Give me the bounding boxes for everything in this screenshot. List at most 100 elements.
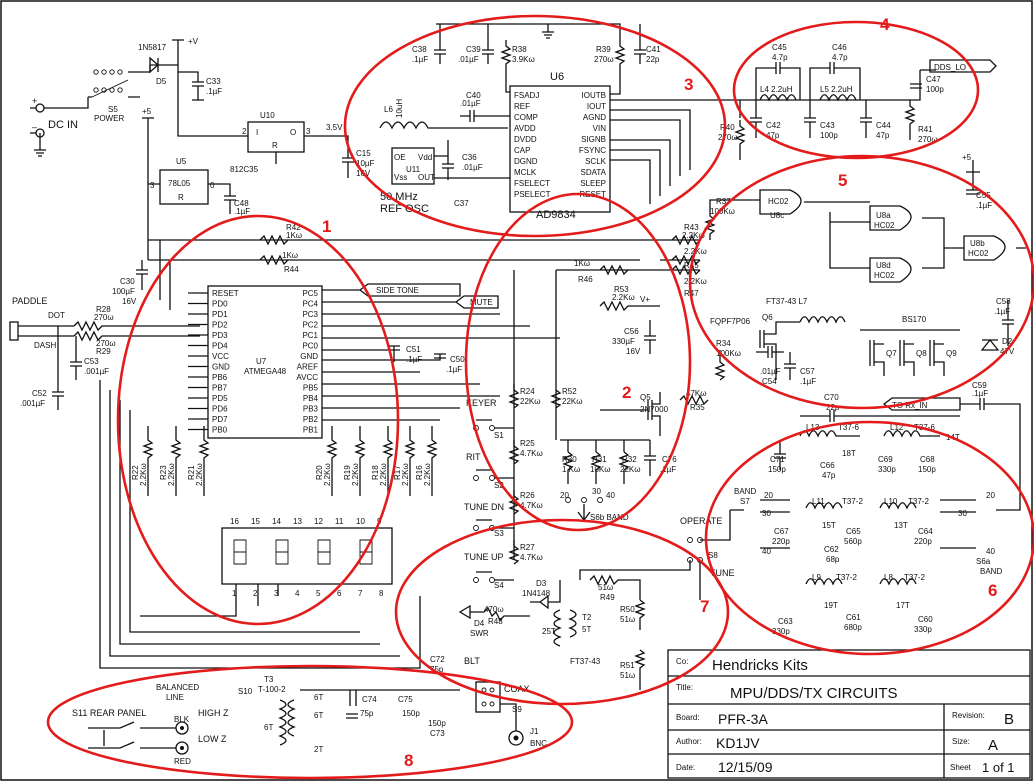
s6a-pos-40: 40 (986, 547, 995, 556)
swr-label: SWR (470, 629, 489, 638)
c74-label: C74 (362, 695, 377, 704)
l10-core: T37-2 (908, 497, 929, 506)
u7-label: U7 (256, 357, 267, 366)
region-8-ellipse (46, 664, 574, 780)
u8a-label: U8a (876, 211, 891, 220)
r-display-val-7: 2.2Kω (423, 463, 432, 486)
company-name: Hendricks Kits (712, 657, 808, 674)
d5-part: 1N5817 (138, 43, 167, 52)
s7-pos-40: 40 (762, 547, 771, 556)
u7-right-pins: PC5PC4PC3PC2PC1PC0GNDAREFAVCCPB5PB4PB3PB… (296, 289, 318, 435)
c70-label: C70 (824, 393, 839, 402)
balanced-label: BALANCED (156, 683, 199, 692)
c56-voltage: 16V (626, 347, 641, 356)
c52-value: .001µF (20, 399, 45, 408)
low-z-label: LOW Z (198, 734, 227, 744)
u8d-part: HC02 (874, 271, 895, 280)
r44-value: 1Kω (282, 251, 298, 260)
disp-pin-top-1: 15 (251, 517, 260, 526)
r30-value: 1 Kω (562, 465, 580, 474)
c42-value: 47p (766, 131, 780, 140)
u6-pin-r-2: AGND (583, 113, 606, 122)
operate-label: OPERATE (680, 516, 722, 526)
r34-value: 100Kω (716, 349, 741, 358)
plus5-label: +5 (142, 107, 152, 116)
u7-pin-1: PD0 (212, 300, 228, 309)
l13-turns: 18T (842, 449, 856, 458)
u7-pin-r-3: PC2 (302, 321, 318, 330)
r-display-ref-3: R20 (315, 465, 324, 480)
c38-label: C38 (412, 45, 427, 54)
u7-pin-r-6: GND (300, 352, 318, 361)
q6-part: FQPF7P06 (710, 317, 751, 326)
u8b-label: U8b (970, 239, 985, 248)
u7-pin-r-8: AVCC (296, 373, 318, 382)
r46-label: R46 (578, 275, 593, 284)
c57-label: C57 (800, 367, 815, 376)
bnc-label: BNC (530, 739, 547, 748)
date-label: Date: (676, 763, 695, 772)
u7-pin-3: PD2 (212, 321, 228, 330)
r34-label: R34 (716, 339, 731, 348)
c67-label: C67 (774, 527, 789, 536)
dds-lo-label: DDS_LO (934, 63, 966, 72)
high-z-label: HIGH Z (198, 708, 229, 718)
disp-pin-top-0: 16 (230, 517, 239, 526)
seven-seg-display (221, 527, 393, 585)
c67-value: 220p (772, 537, 790, 546)
r50-value: 51ω (620, 615, 635, 624)
author-label: Author: (676, 737, 702, 746)
u10-label: U10 (260, 111, 275, 120)
svg-text:O: O (290, 128, 296, 137)
q7-label: Q7 (886, 349, 897, 358)
c33-value: .1µF (206, 87, 222, 96)
c55-value: .1µF (976, 201, 992, 210)
u6-left-pins: FSADJREFCOMPAVDDDVDDCAPDGNDMCLKFSELECTPS… (514, 91, 551, 199)
r47-value: 2.2Kω (684, 277, 707, 286)
swr-section: OPERATE S8 TUNE D3 1N4148 51ω R49 R50 51… (458, 510, 735, 690)
l9-turns: 19T (824, 601, 838, 610)
c39-label: C39 (466, 45, 481, 54)
c48-label: C48 (234, 199, 249, 208)
s9-label: S9 (512, 705, 522, 714)
r27-value: 4.7Kω (520, 553, 543, 562)
lpf-section: L4 2.2uH L5 2.2uH C45 4.7p C46 4.7p C42 … (740, 43, 997, 144)
side-tone-label: SIDE TONE (376, 286, 419, 295)
region-4-ellipse (732, 20, 980, 160)
c74-value: 75p (360, 709, 374, 718)
l4-label: L4 2.2uH (760, 85, 793, 94)
s4-label: S4 (494, 581, 504, 590)
dot-label: DOT (48, 311, 65, 320)
c51-label: C51 (406, 345, 421, 354)
paddle-label: PADDLE (12, 296, 47, 306)
l8-label: L8 (884, 573, 893, 582)
u6-pin-4: DVDD (514, 135, 537, 144)
c73-label: C73 (430, 729, 445, 738)
blt-label: BLT (464, 656, 480, 666)
r31-label: R31 (592, 455, 607, 464)
r-display-ref-5: R18 (371, 465, 380, 480)
c71-value: 150p (768, 465, 786, 474)
region-2-ellipse (464, 192, 692, 532)
u7-pin-9: PB7 (212, 384, 228, 393)
c53-value: .001µF (84, 367, 109, 376)
disp-pin-bot-7: 8 (379, 589, 384, 598)
vplus-label: V+ (640, 295, 650, 304)
c65-label: C65 (846, 527, 861, 536)
u8c-part: HC02 (768, 197, 789, 206)
r35-value: 47Kω (686, 389, 706, 398)
c44-label: C44 (876, 121, 891, 130)
u7-pin-12: PD7 (212, 415, 228, 424)
r-display-ref-0: R22 (131, 465, 140, 480)
disp-pin-bot-0: 1 (232, 589, 237, 598)
rx-in-label: TO Rx_IN (892, 401, 928, 410)
c56-label: C56 (624, 327, 639, 336)
t3-winding-d: 2T (314, 745, 323, 754)
power-section: + – DC IN S5 POWER 1N5817 D5 +V C33 .1µF… (30, 37, 510, 260)
r28-label: R28 (96, 305, 111, 314)
region-3-ellipse (343, 14, 727, 238)
u6-pin-9: PSELECT (514, 190, 551, 199)
bpf-section: TO Rx_IN C59 .1µF C70 22p L13 T37-6 L12 … (730, 381, 1021, 636)
c46-label: C46 (832, 43, 847, 52)
